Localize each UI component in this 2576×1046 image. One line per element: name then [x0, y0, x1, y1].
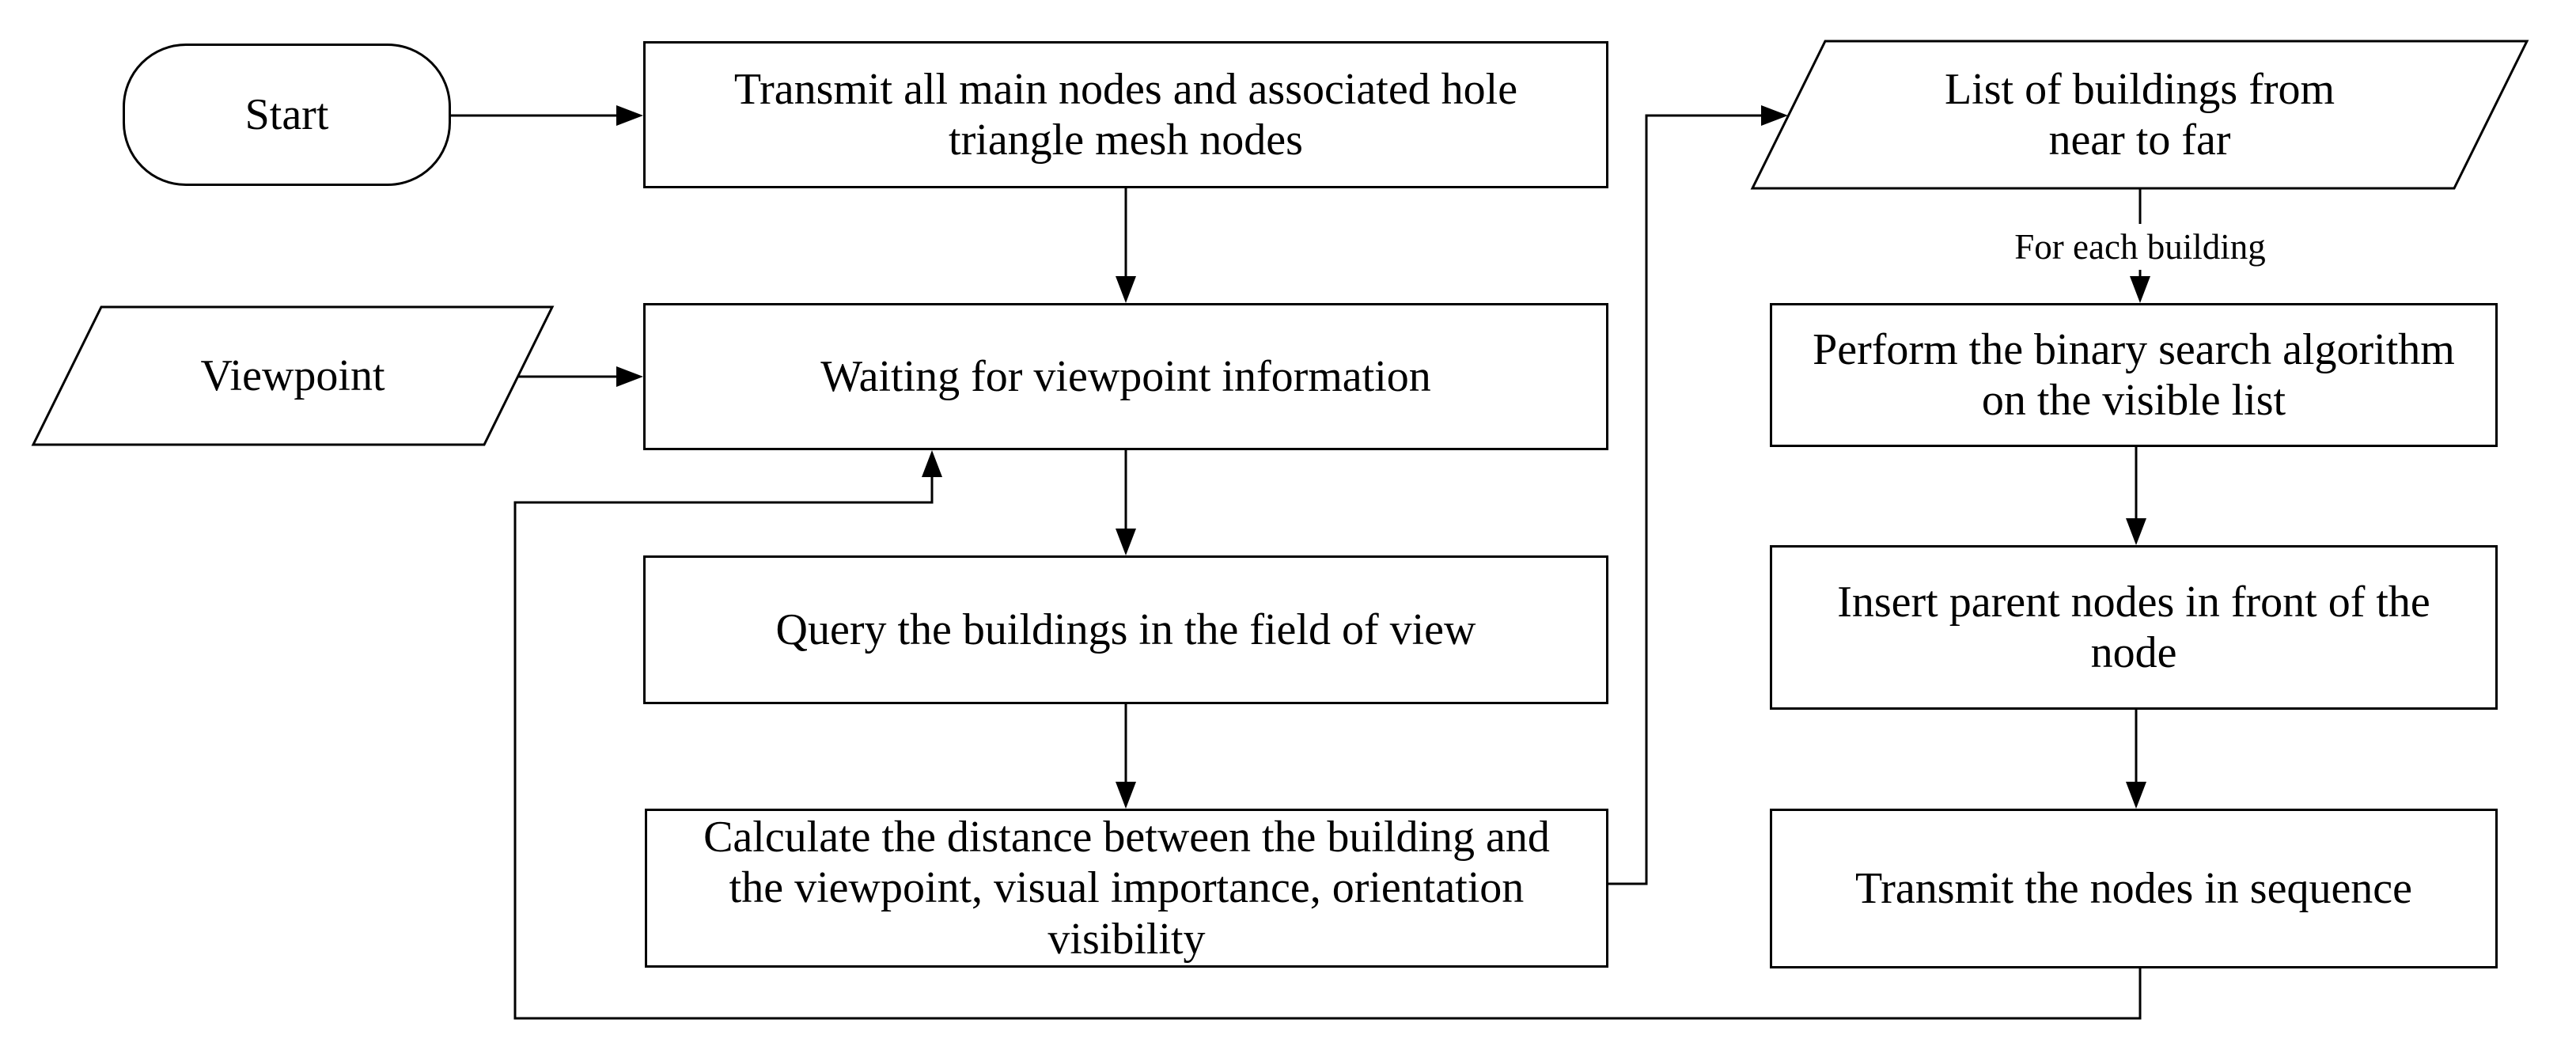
arrowhead-into-insert [2126, 518, 2146, 545]
node-calculate-distance: Calculate the distance between the build… [645, 809, 1608, 968]
node-transmit-main-label: Transmit all main nodes and associated h… [733, 64, 1518, 165]
connector-feedback-loop [513, 477, 2142, 1020]
node-list-of-buildings: List of buildings from near to far [1752, 41, 2527, 188]
list-parallelogram-shape [1750, 40, 2529, 190]
arrowhead-into-waiting-left [616, 366, 643, 387]
arrowhead-into-list [1761, 105, 1788, 126]
node-waiting-label: Waiting for viewpoint information [820, 351, 1431, 401]
arrowhead-into-transmitseq [2126, 782, 2146, 809]
node-start-label: Start [244, 89, 329, 139]
arrowhead-into-query [1116, 529, 1136, 555]
edge-label-text: For each building [2014, 227, 2266, 267]
edge-label-for-each-building: For each building [1903, 224, 2377, 271]
node-calculate-label: Calculate the distance between the build… [703, 812, 1550, 964]
arrowhead-into-perform [2130, 276, 2150, 303]
node-insert-parent-nodes: Insert parent nodes in front of the node [1770, 545, 2498, 710]
arrowhead-feedback-into-waiting [922, 450, 942, 477]
viewpoint-parallelogram-shape [31, 305, 555, 446]
node-transmitseq-label: Transmit the nodes in sequence [1854, 863, 2413, 913]
node-perform-binary-search: Perform the binary search algorithm on t… [1770, 303, 2498, 447]
node-insert-label: Insert parent nodes in front of the node [1837, 577, 2430, 677]
arrowhead-into-calculate [1116, 782, 1136, 809]
arrowhead-into-transmit [616, 105, 643, 126]
arrowhead-into-waiting-top [1116, 276, 1136, 303]
connector-calculate-list [1608, 114, 1761, 885]
node-waiting-for-viewpoint: Waiting for viewpoint information [643, 303, 1608, 450]
node-viewpoint-label: Viewpoint [200, 351, 385, 400]
node-viewpoint: Viewpoint [33, 307, 552, 445]
node-transmit-main-nodes: Transmit all main nodes and associated h… [643, 41, 1608, 188]
node-query-buildings: Query the buildings in the field of view [643, 555, 1608, 704]
node-perform-label: Perform the binary search algorithm on t… [1813, 324, 2455, 425]
node-list-label: List of buildings from near to far [1944, 64, 2335, 165]
node-start: Start [123, 44, 451, 186]
node-query-label: Query the buildings in the field of view [775, 604, 1476, 654]
node-transmit-nodes-sequence: Transmit the nodes in sequence [1770, 809, 2498, 968]
